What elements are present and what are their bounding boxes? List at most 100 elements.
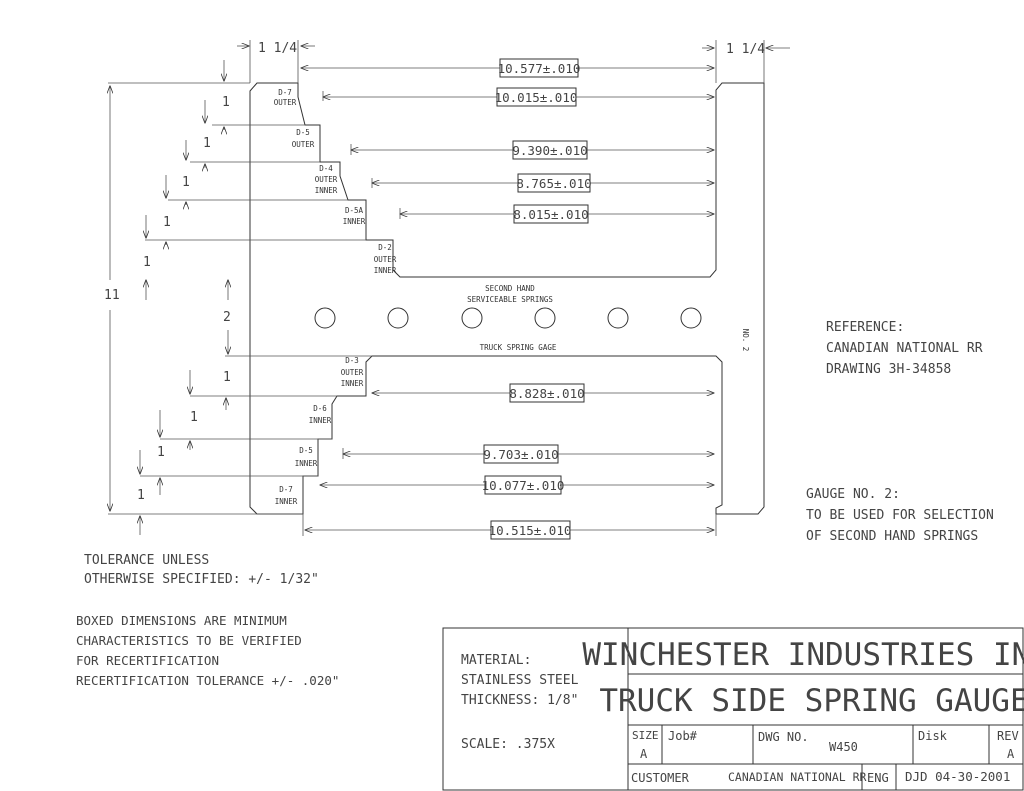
customer-label: CUSTOMER <box>631 771 690 785</box>
vertical-no-label: NO. 2 <box>741 329 750 352</box>
serviceable-line-2: SERVICEABLE SPRINGS <box>467 295 553 304</box>
step-dim-8: 1 <box>190 410 198 425</box>
rev-label: REV <box>997 729 1019 743</box>
svg-text:OUTER: OUTER <box>341 368 364 377</box>
dim-box-lower-1 <box>509 383 585 403</box>
rev-value: A <box>1007 747 1015 761</box>
dim-box-upper-4 <box>517 173 591 193</box>
step-dim-3: 1 <box>182 175 190 190</box>
overall-height: 11 <box>104 288 120 303</box>
step-dim-2: 1 <box>203 136 211 151</box>
step-label-4: D-5A INNER <box>343 206 366 226</box>
svg-text:INNER: INNER <box>295 459 318 468</box>
svg-text:INNER: INNER <box>309 416 332 425</box>
title-block-frame <box>442 627 1024 791</box>
step-label-9: D-7 INNER <box>275 485 298 506</box>
svg-text:D-7: D-7 <box>279 485 293 494</box>
step-dim-10: 1 <box>137 488 145 503</box>
dwg-value: W450 <box>829 740 858 754</box>
dim-box-upper-3 <box>512 140 588 160</box>
dim-box-upper-1 <box>499 58 579 78</box>
svg-text:D-5: D-5 <box>299 446 313 455</box>
tolerance-line-2: OTHERWISE SPECIFIED: +/- 1/32" <box>84 572 319 587</box>
step-label-6: D-3 OUTER INNER <box>341 356 364 388</box>
size-value: A <box>640 747 648 761</box>
dim-upper-1: 10.577±.010 <box>498 61 581 76</box>
dim-upper-2: 10.015±.010 <box>495 90 578 105</box>
job-label: Job# <box>668 729 698 743</box>
dim-lower-2: 9.703±.010 <box>483 447 558 462</box>
dim-box-upper-2 <box>496 87 577 107</box>
svg-text:D-5: D-5 <box>296 128 310 137</box>
svg-text:OUTER: OUTER <box>315 175 338 184</box>
material-line-2: STAINLESS STEEL <box>461 673 579 688</box>
dim-box-lower-3 <box>484 475 562 495</box>
boxed-note-line-1: BOXED DIMENSIONS ARE MINIMUM <box>76 613 287 628</box>
svg-text:INNER: INNER <box>315 186 338 195</box>
svg-text:D-6: D-6 <box>313 404 327 413</box>
drawing-title: TRUCK SIDE SPRING GAUGE <box>599 683 1024 719</box>
disk-label: Disk <box>918 729 948 743</box>
dim-lower-4: 10.515±.010 <box>489 523 572 538</box>
gauge-holes <box>314 307 702 329</box>
top-width-dims <box>237 40 790 83</box>
boxed-note-line-2: CHARACTERISTICS TO BE VERIFIED <box>76 633 302 648</box>
right-width-dim: 1 1/4 <box>726 42 765 57</box>
lower-dim-lines <box>302 393 717 536</box>
svg-text:D-7: D-7 <box>278 88 292 97</box>
reference-line-1: REFERENCE: <box>826 320 904 335</box>
gauge-note-line-1: GAUGE NO. 2: <box>806 487 900 502</box>
svg-text:D-3: D-3 <box>345 356 359 365</box>
upper-dim-lines <box>301 68 714 219</box>
dim-upper-5: 8.015±.010 <box>513 207 588 222</box>
step-extension-lines <box>108 82 372 515</box>
boxed-note-line-3: FOR RECERTIFICATION <box>76 653 219 668</box>
step-dim-9: 1 <box>157 445 165 460</box>
svg-text:INNER: INNER <box>374 266 397 275</box>
svg-text:D-4: D-4 <box>319 164 333 173</box>
serviceable-line-1: SECOND HAND <box>485 284 535 293</box>
gauge-label: TRUCK SPRING GAGE <box>480 343 557 352</box>
step-dim-6: 2 <box>223 310 231 325</box>
dim-upper-4: 8.765±.010 <box>516 176 591 191</box>
step-label-5: D-2 OUTER INNER <box>374 243 397 275</box>
customer-value: CANADIAN NATIONAL RR <box>728 770 867 784</box>
step-label-3: D-4 OUTER INNER <box>315 164 338 195</box>
step-label-1: D-7 OUTER <box>274 88 297 107</box>
dim-lower-1: 8.828±.010 <box>509 386 584 401</box>
step-dim-arrows <box>140 60 228 535</box>
reference-line-2: CANADIAN NATIONAL RR <box>826 341 983 356</box>
eng-value: DJD 04-30-2001 <box>905 769 1010 784</box>
svg-text:INNER: INNER <box>275 497 298 506</box>
size-label: SIZE <box>632 729 659 742</box>
svg-text:OUTER: OUTER <box>374 255 397 264</box>
left-width-dim: 1 1/4 <box>258 41 297 56</box>
reference-line-3: DRAWING 3H-34858 <box>826 362 951 377</box>
dim-lower-3: 10.077±.010 <box>482 478 565 493</box>
step-dim-1: 1 <box>222 95 230 110</box>
step-dim-7: 1 <box>223 370 231 385</box>
step-label-7: D-6 INNER <box>309 404 332 425</box>
gauge-note-line-2: TO BE USED FOR SELECTION <box>806 508 994 523</box>
dwg-label: DWG NO. <box>758 730 809 744</box>
dim-upper-3: 9.390±.010 <box>512 143 587 158</box>
step-label-2: D-5 OUTER <box>292 128 315 149</box>
boxed-note-line-4: RECERTIFICATION TOLERANCE +/- .020" <box>76 673 339 688</box>
svg-text:D-5A: D-5A <box>345 206 364 215</box>
svg-text:INNER: INNER <box>343 217 366 226</box>
material-line-3: THICKNESS: 1/8" <box>461 693 578 708</box>
svg-text:OUTER: OUTER <box>292 140 315 149</box>
dim-box-lower-4 <box>490 520 571 540</box>
svg-text:OUTER: OUTER <box>274 98 297 107</box>
step-dim-4: 1 <box>163 215 171 230</box>
step-label-8: D-5 INNER <box>295 446 318 468</box>
svg-text:INNER: INNER <box>341 379 364 388</box>
gauge-note-line-3: OF SECOND HAND SPRINGS <box>806 529 978 544</box>
tolerance-line-1: TOLERANCE UNLESS <box>84 553 209 568</box>
eng-label: ENG <box>867 771 889 785</box>
material-line-1: MATERIAL: <box>461 653 531 668</box>
company-name: WINCHESTER INDUSTRIES INC. <box>582 637 1024 673</box>
step-dim-5: 1 <box>143 255 151 270</box>
dim-box-lower-2 <box>483 444 559 464</box>
